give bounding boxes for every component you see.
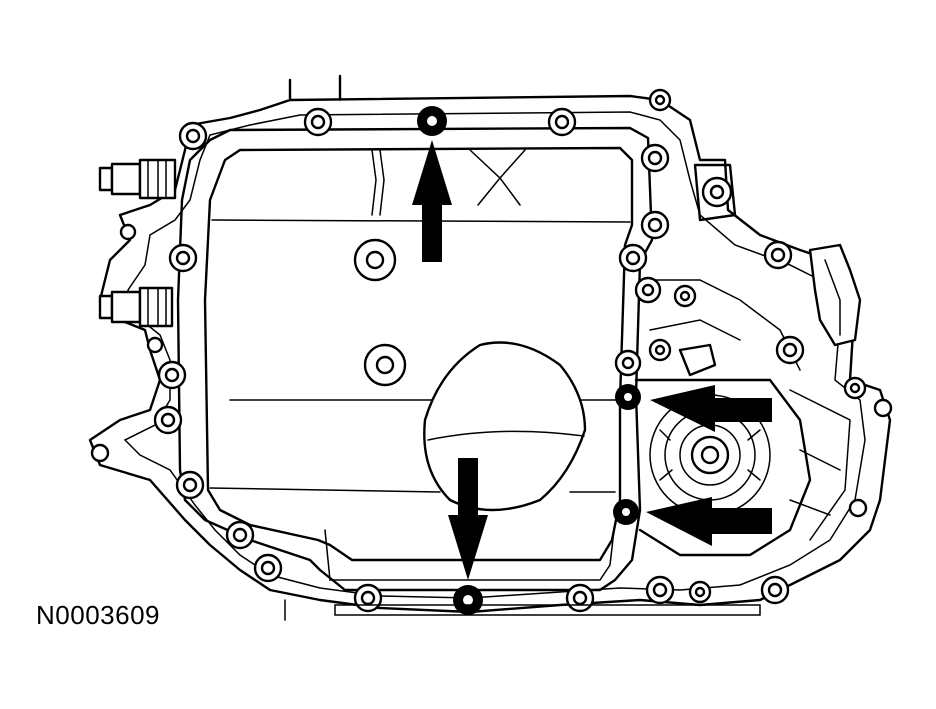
case-bottom-edge (284, 599, 761, 621)
target-bolt-bottom (453, 585, 483, 615)
oil-pan-body (203, 146, 634, 562)
bolt (760, 575, 790, 605)
bolt (848, 498, 868, 518)
bolt (565, 583, 595, 613)
callout-arrow-left-upper (650, 385, 772, 432)
speed-sensor (678, 243, 862, 377)
bolt (648, 338, 672, 362)
callout-arrow-down (448, 458, 488, 580)
pan-rib-lower (209, 487, 616, 493)
upper-bracket (693, 163, 737, 222)
callout-arrow-left-lower (646, 497, 772, 546)
target-bolt-top (417, 106, 447, 136)
target-bolt-right-upper (615, 384, 641, 410)
cooler-line-fitting-lower (98, 286, 174, 328)
bolt (673, 284, 697, 308)
case-inner-contour (123, 111, 866, 599)
bolt (253, 553, 283, 583)
pan-boss-upper (353, 238, 397, 282)
bolt (648, 88, 672, 112)
bolt (688, 580, 712, 604)
bolt (614, 349, 642, 377)
transmission-case-outline (88, 74, 892, 614)
bolt (146, 336, 164, 354)
bolt (303, 107, 333, 137)
bolt (645, 575, 675, 605)
bolt (640, 210, 670, 240)
bolt (119, 223, 137, 241)
bolt (90, 443, 110, 463)
bolt (843, 376, 867, 400)
bolt (634, 276, 662, 304)
bolt (175, 470, 205, 500)
pan-deep-section (324, 529, 615, 581)
pan-rib-x (469, 149, 526, 206)
pan-vertical-rib (371, 149, 385, 216)
callout-arrow-up (412, 140, 452, 262)
bolt (153, 405, 183, 435)
bolt (873, 398, 893, 418)
bolt (618, 243, 648, 273)
housing-rib-right (789, 389, 851, 541)
pan-bolts (90, 88, 893, 613)
bolt (178, 121, 208, 151)
bolt (775, 335, 805, 365)
pan-boss-lower (363, 343, 407, 387)
figure-id-label: N0003609 (36, 600, 160, 630)
cooler-line-fitting-upper (98, 158, 177, 200)
bolt (640, 143, 670, 173)
pan-rib-upper (211, 219, 631, 223)
pan-sump-dome (423, 341, 587, 512)
dome-highlight (427, 430, 585, 441)
target-bolt-right-lower (613, 499, 639, 525)
bolt (353, 583, 383, 613)
bolt (547, 107, 577, 137)
bolt (763, 240, 793, 270)
bolt (157, 360, 187, 390)
bolt (225, 520, 255, 550)
bolt (168, 243, 198, 273)
